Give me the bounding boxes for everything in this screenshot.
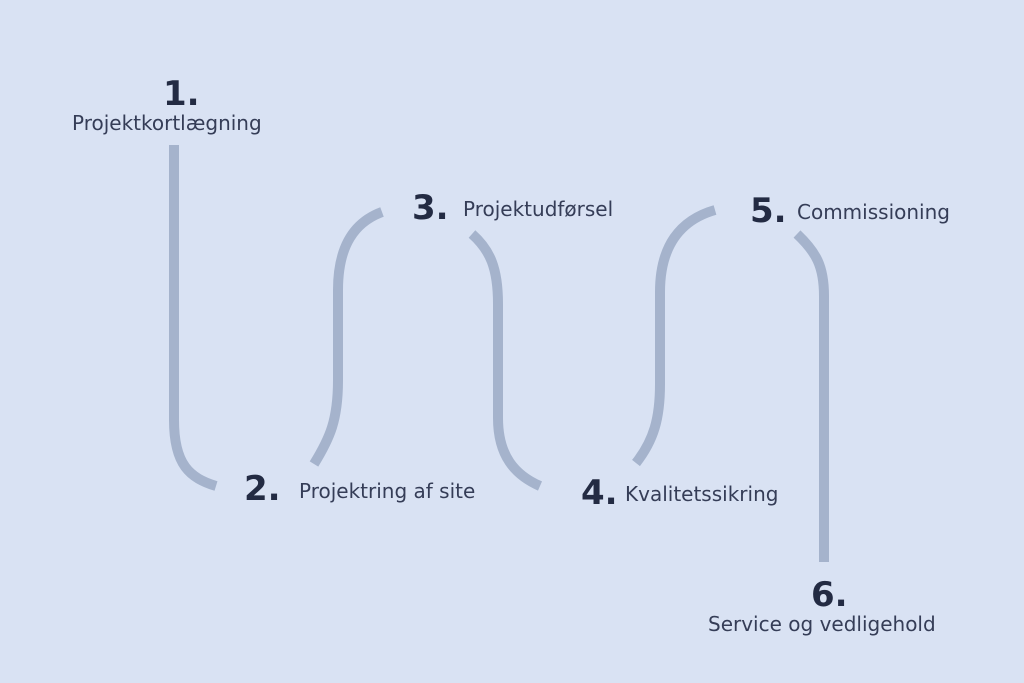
step-4-number: 4.: [581, 473, 618, 513]
step-1-number: 1.: [163, 74, 200, 114]
step-2-number: 2.: [244, 469, 281, 509]
step-5-number: 5.: [750, 191, 787, 231]
step-2-label: Projektring af site: [299, 479, 476, 503]
step-3-label: Projektudførsel: [463, 197, 614, 221]
step-1-label: Projektkortlægning: [72, 111, 262, 135]
step-4-label: Kvalitetssikring: [625, 482, 779, 506]
step-5-label: Commissioning: [797, 200, 950, 224]
step-3-number: 3.: [412, 188, 449, 228]
connector-2-to-3: [309, 207, 384, 467]
connector-3-to-4: [468, 230, 543, 491]
step-6-label: Service og vedligehold: [708, 612, 936, 636]
connector-5-to-6: [793, 230, 829, 562]
connector-4-to-5: [632, 205, 717, 467]
connector-1-to-2: [169, 145, 218, 491]
step-6-number: 6.: [811, 575, 848, 615]
